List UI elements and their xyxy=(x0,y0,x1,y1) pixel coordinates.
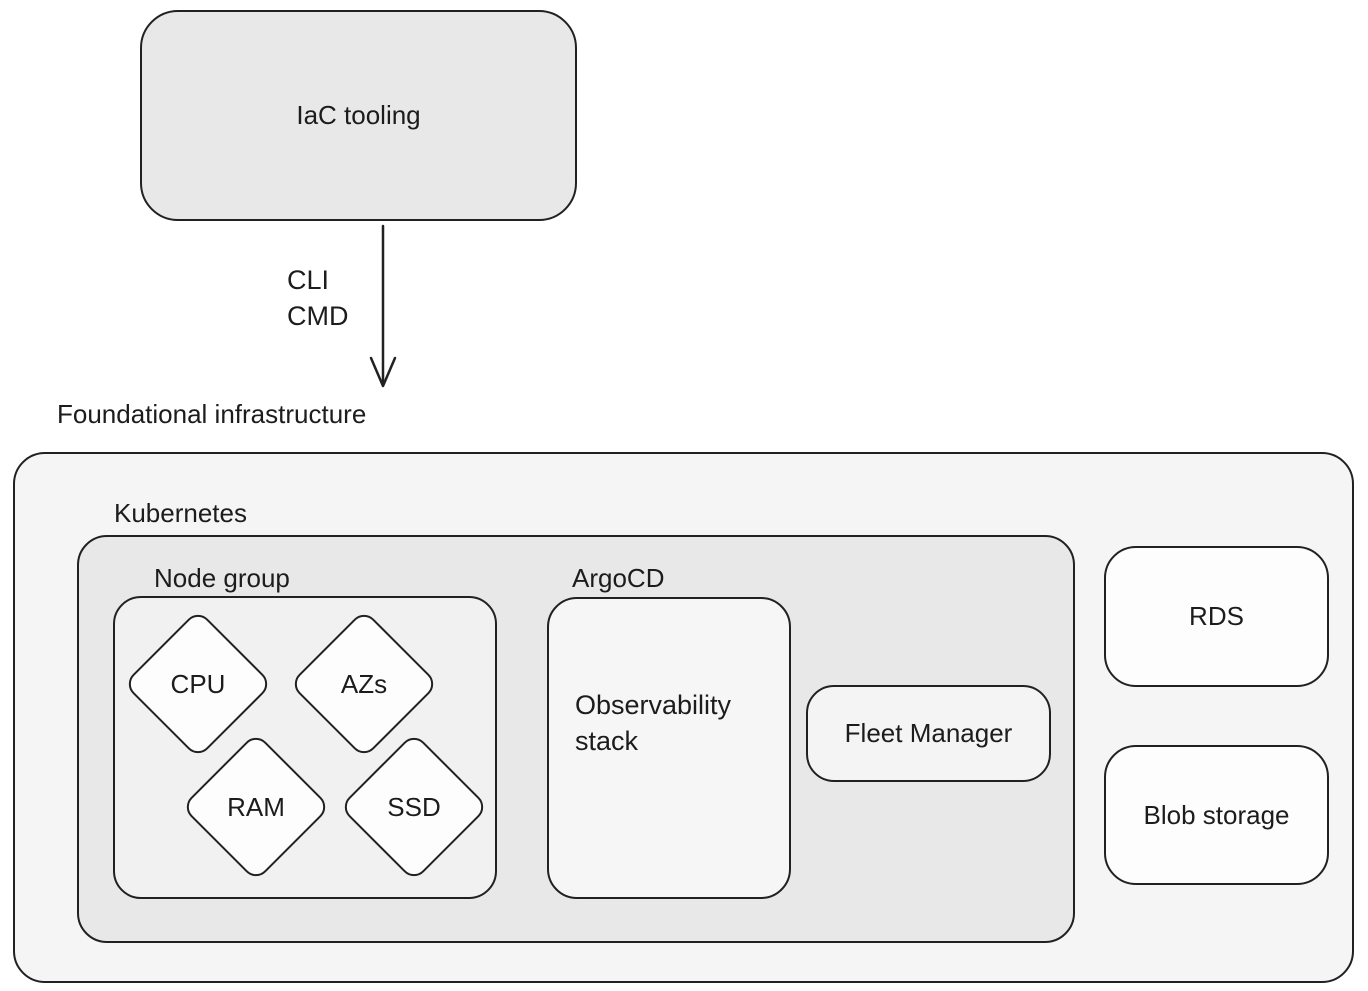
fleet-manager-label: Fleet Manager xyxy=(844,718,1013,748)
blob-storage-node: Blob storage xyxy=(1104,745,1329,885)
argocd-label: ArgoCD xyxy=(572,563,665,593)
fleet-manager-node: Fleet Manager xyxy=(806,685,1051,782)
arrow-label-cmd: CMD xyxy=(287,301,349,331)
cpu-node: CPU xyxy=(123,609,273,759)
azs-label: AZs xyxy=(340,668,388,699)
arrow-down-icon xyxy=(369,224,397,388)
observability-stack-label: Observability stack xyxy=(575,690,732,756)
argocd-container: Observability stack xyxy=(547,597,791,899)
ram-label: RAM xyxy=(227,791,285,822)
ram-node: RAM xyxy=(181,732,331,882)
ssd-label: SSD xyxy=(387,791,441,822)
cpu-label: CPU xyxy=(170,668,226,699)
kubernetes-container: Node group CPU AZs RAM SSD ArgoCD Observ… xyxy=(77,535,1075,943)
blob-storage-label: Blob storage xyxy=(1143,799,1290,830)
iac-tooling-label: IaC tooling xyxy=(296,100,421,130)
foundational-infrastructure-label: Foundational infrastructure xyxy=(57,399,367,429)
rds-node: RDS xyxy=(1104,546,1329,687)
iac-tooling-node: IaC tooling xyxy=(140,10,577,221)
node-group-container: CPU AZs RAM SSD xyxy=(113,596,497,899)
foundational-infrastructure-container: Kubernetes Node group CPU AZs RAM SSD A xyxy=(13,452,1354,983)
azs-node: AZs xyxy=(289,609,439,759)
kubernetes-label: Kubernetes xyxy=(114,498,247,528)
node-group-label: Node group xyxy=(154,563,290,593)
ssd-node: SSD xyxy=(339,732,489,882)
rds-label: RDS xyxy=(1189,601,1244,631)
arrow-label-cli: CLI xyxy=(287,265,330,295)
arrow-label: CLI CMD xyxy=(287,262,349,334)
